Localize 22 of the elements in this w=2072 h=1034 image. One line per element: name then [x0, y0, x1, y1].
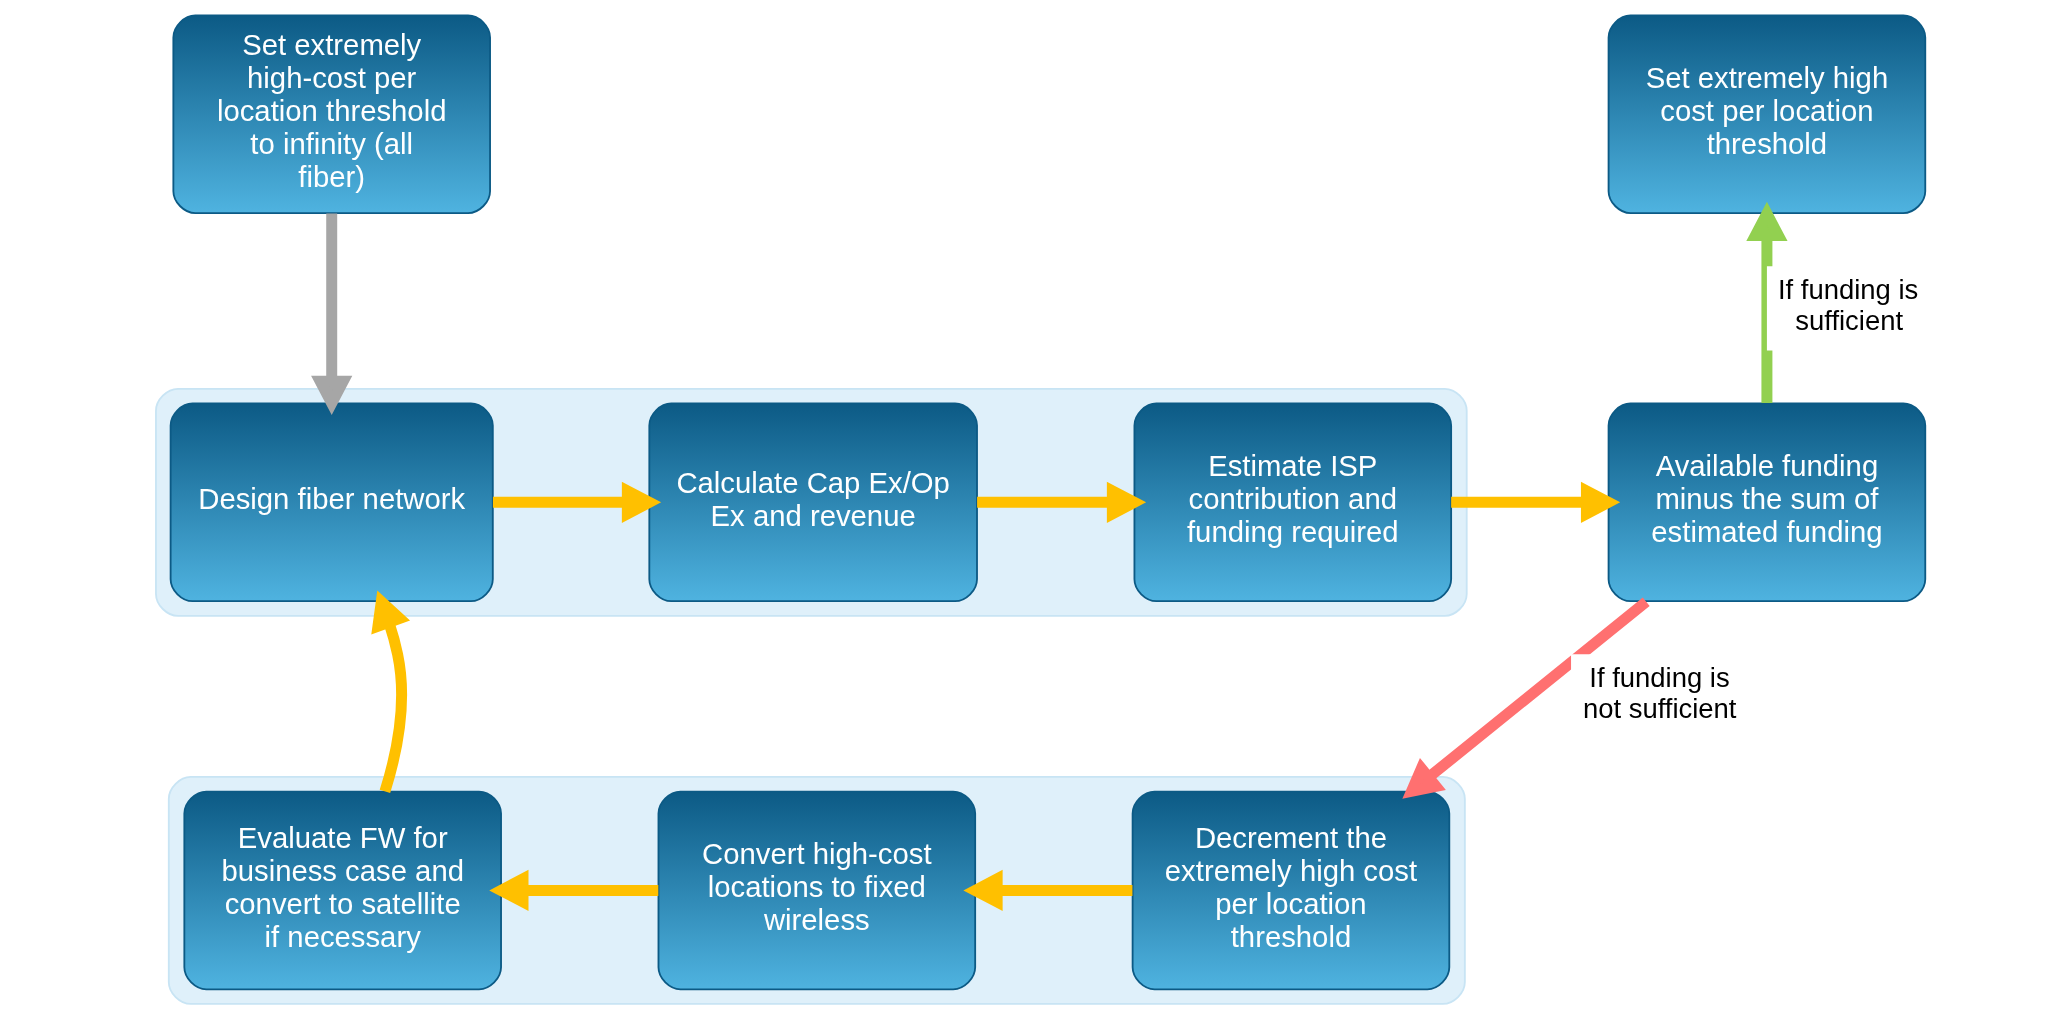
- node-box: Set extremely high cost per location threshold: [1607, 14, 1926, 215]
- node-box: Evaluate FW for business case and convert to satellite if necessary: [182, 790, 502, 991]
- arrow: [976, 481, 1146, 523]
- node-box: Convert high-cost locations to fixed wireless: [657, 790, 976, 991]
- node-box: Set extremely high-cost per location threshold to infinity (all fiber): [171, 14, 491, 215]
- node-box: Decrement the extremely high cost per location threshold: [1131, 790, 1450, 991]
- arrow: [1450, 481, 1620, 523]
- cluster: [154, 387, 1468, 617]
- arrow: [492, 481, 661, 523]
- node-box: Estimate ISP contribution and funding required: [1133, 402, 1452, 603]
- arrow: [962, 869, 1132, 912]
- node-box: Available funding minus the sum of estimated funding: [1607, 402, 1926, 603]
- arrow: [310, 213, 352, 415]
- edge-label: If funding is not sufficient: [1582, 662, 1736, 725]
- node-box: Design fiber network: [169, 402, 494, 603]
- arrow: [1745, 201, 1788, 404]
- arrow: [488, 869, 658, 912]
- cluster: [167, 776, 1466, 1005]
- node-box: Calculate Cap Ex/Op Ex and revenue: [647, 402, 978, 603]
- edge-label: If funding is sufficient: [1777, 274, 1918, 337]
- arrow: [370, 590, 410, 793]
- arrow: [1401, 597, 1650, 799]
